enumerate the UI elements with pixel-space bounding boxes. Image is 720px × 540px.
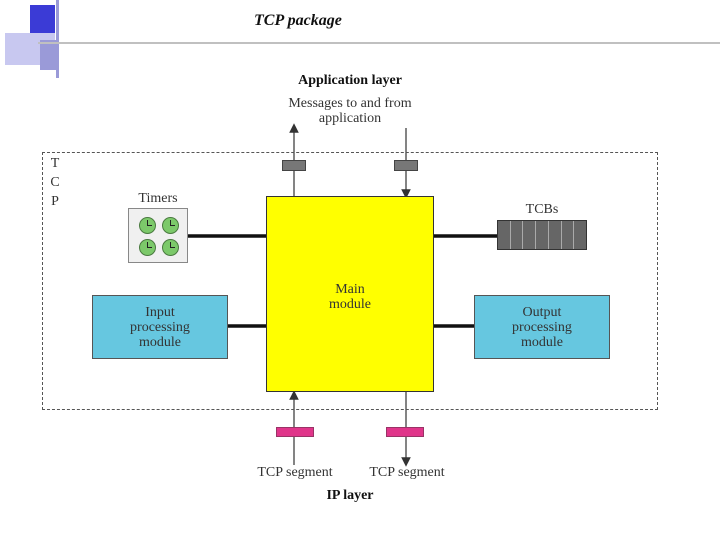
tcb-cell <box>523 221 537 249</box>
messages-label-line2: application <box>318 111 382 126</box>
tcp-boundary <box>42 152 658 410</box>
tcb-cell <box>536 221 549 249</box>
tcp-segment-left-label: TCP segment <box>257 465 333 480</box>
ip-layer-label: IP layer <box>326 488 374 503</box>
tcbs-table <box>497 220 587 250</box>
app-port-right <box>394 160 418 171</box>
tcb-cell <box>562 221 575 249</box>
tcp-side-letter-c: C <box>50 175 60 190</box>
output-processing-module: Output processing module <box>474 295 610 359</box>
timers-label: Timers <box>138 191 178 206</box>
timer-clock-icon <box>139 217 156 234</box>
decoration-square-blue <box>30 5 55 33</box>
decoration-hline <box>38 42 720 44</box>
tcp-segment-right-label: TCP segment <box>369 465 445 480</box>
output-module-label: Output processing module <box>512 304 572 350</box>
main-module-label: Main module <box>329 282 371 312</box>
input-module-label: Input processing module <box>130 304 190 350</box>
timer-clock-icon <box>139 239 156 256</box>
tcb-cell <box>498 221 511 249</box>
ip-port-right <box>386 427 424 437</box>
input-processing-module: Input processing module <box>92 295 228 359</box>
timer-clock-icon <box>162 217 179 234</box>
tcp-side-letter-t: T <box>50 156 60 171</box>
application-layer-label: Application layer <box>298 73 402 88</box>
decoration-square-mid <box>40 40 56 70</box>
tcb-cell <box>574 221 586 249</box>
tcp-side-letter-p: P <box>51 194 59 209</box>
timers-box <box>128 208 188 263</box>
tcp-side-label: T C P <box>48 154 62 211</box>
messages-label-line1: Messages to and from <box>288 96 412 111</box>
tcb-cell <box>549 221 562 249</box>
slide-decoration <box>0 0 720 80</box>
decoration-vline <box>56 0 59 78</box>
tcbs-label: TCBs <box>525 202 559 217</box>
timer-clock-icon <box>162 239 179 256</box>
main-module <box>266 196 434 392</box>
app-port-left <box>282 160 306 171</box>
ip-port-left <box>276 427 314 437</box>
slide-title: TCP package <box>254 12 342 29</box>
tcb-cell <box>511 221 524 249</box>
